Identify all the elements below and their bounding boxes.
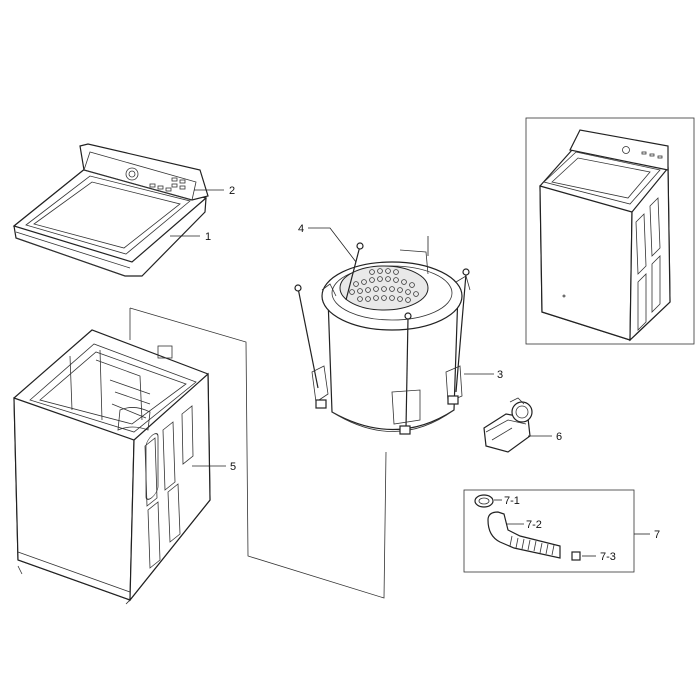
callout-6: 6 bbox=[556, 431, 562, 443]
cabinet bbox=[13, 329, 226, 605]
control-panel bbox=[79, 143, 209, 201]
callout-2: 2 bbox=[229, 185, 235, 197]
drain-hose bbox=[487, 511, 561, 559]
hose-clamp bbox=[474, 494, 494, 508]
callout-4: 4 bbox=[298, 223, 304, 235]
small-clamp bbox=[571, 551, 581, 561]
callout-5: 5 bbox=[230, 461, 236, 473]
callout-1: 1 bbox=[205, 231, 211, 243]
tub-assembly bbox=[294, 227, 494, 435]
callout-7-3: 7-3 bbox=[600, 551, 616, 563]
drain-pump bbox=[483, 397, 552, 453]
assembly-guide-lines bbox=[129, 307, 387, 599]
assembled-washer-inset bbox=[525, 117, 695, 345]
callout-3: 3 bbox=[497, 369, 503, 381]
callout-7: 7 bbox=[654, 529, 660, 541]
hose-kit bbox=[463, 489, 650, 573]
callout-7-2: 7-2 bbox=[526, 519, 542, 531]
top-cover-assembly bbox=[12, 143, 224, 277]
callout-7-1: 7-1 bbox=[504, 495, 520, 507]
